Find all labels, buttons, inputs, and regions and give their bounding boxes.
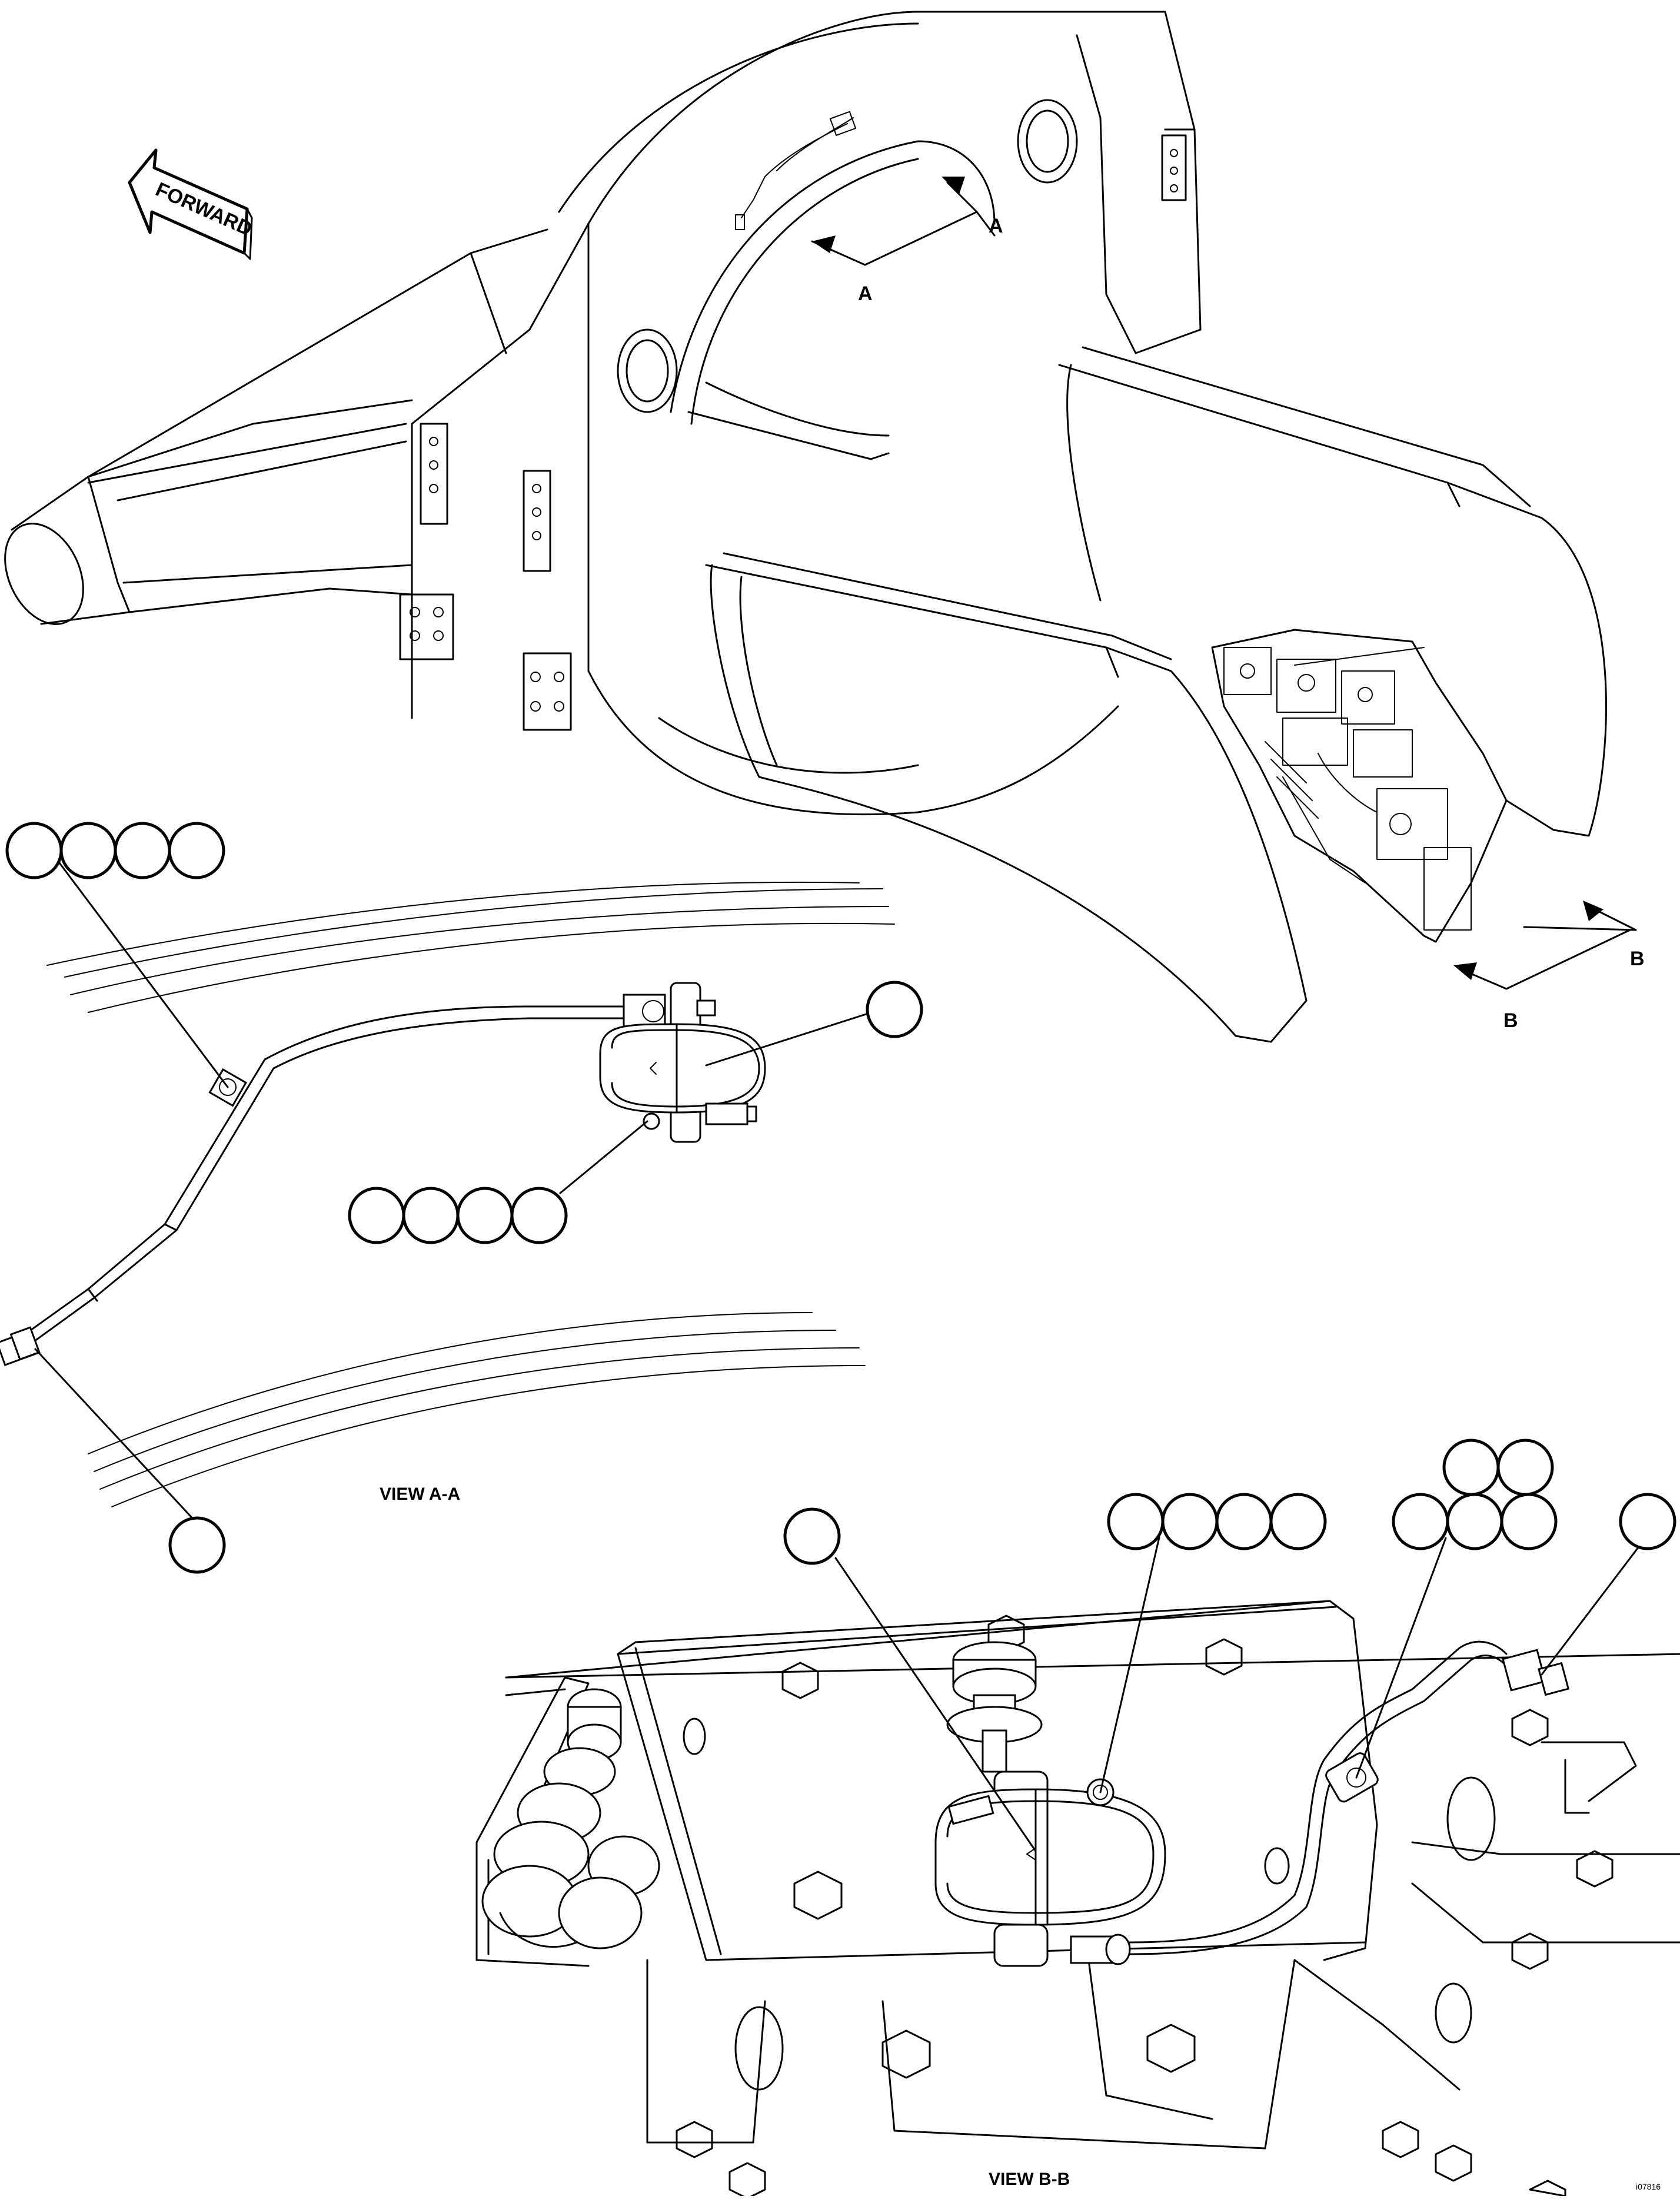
callout-bubble <box>59 822 117 879</box>
callout-bubble <box>348 1187 405 1244</box>
callout-bubble <box>114 822 171 879</box>
callout-bubble <box>456 1187 514 1244</box>
hydraulic-fittings <box>475 1676 660 1967</box>
view-a-a: VIEW A-A <box>0 822 923 1574</box>
callout-bubble <box>510 1187 568 1244</box>
forward-arrow-label: FORWARD <box>152 178 255 241</box>
view-b-b: VIEW B-B <box>475 1439 1680 2199</box>
callout-bubble <box>5 822 63 879</box>
callout-bubble <box>1107 1493 1165 1550</box>
view-a-title: VIEW A-A <box>380 1484 460 1504</box>
section-arrow-a: A A <box>811 177 1003 305</box>
view-b-title: VIEW B-B <box>989 2170 1070 2189</box>
speed-sensor-view-a <box>599 982 766 1143</box>
callout-bubble <box>1446 1493 1503 1550</box>
callout-bubble <box>168 1516 226 1574</box>
speed-sensor-view-b <box>934 1771 1166 1967</box>
callout-bubble <box>1496 1439 1554 1496</box>
forward-arrow: FORWARD <box>128 148 255 260</box>
callout-bubble <box>1215 1493 1273 1550</box>
section-label-a2: A <box>858 283 873 305</box>
callout-bubble <box>168 822 225 879</box>
valve-assembly <box>1211 629 1508 943</box>
section-label-a1: A <box>989 215 1003 237</box>
pulley-stack <box>946 1641 1043 1773</box>
callout-bubble <box>402 1187 460 1244</box>
callout-bubble <box>783 1507 841 1565</box>
main-frame-illustration: A A B B <box>4 11 1645 1043</box>
section-label-b2: B <box>1503 1009 1518 1032</box>
callout-bubble <box>866 981 923 1038</box>
callout-bubble <box>1269 1493 1327 1550</box>
section-label-b1: B <box>1630 948 1645 970</box>
callout-bubble <box>1500 1493 1558 1550</box>
section-arrow-b: B B <box>1453 901 1645 1032</box>
callout-bubble <box>1619 1493 1676 1550</box>
callout-bubble <box>1392 1493 1449 1550</box>
callout-bubble <box>1442 1439 1500 1496</box>
callout-bubble <box>1161 1493 1219 1550</box>
bolt-heads <box>676 1615 1614 2199</box>
figure-id: i07816 <box>1636 2182 1661 2191</box>
